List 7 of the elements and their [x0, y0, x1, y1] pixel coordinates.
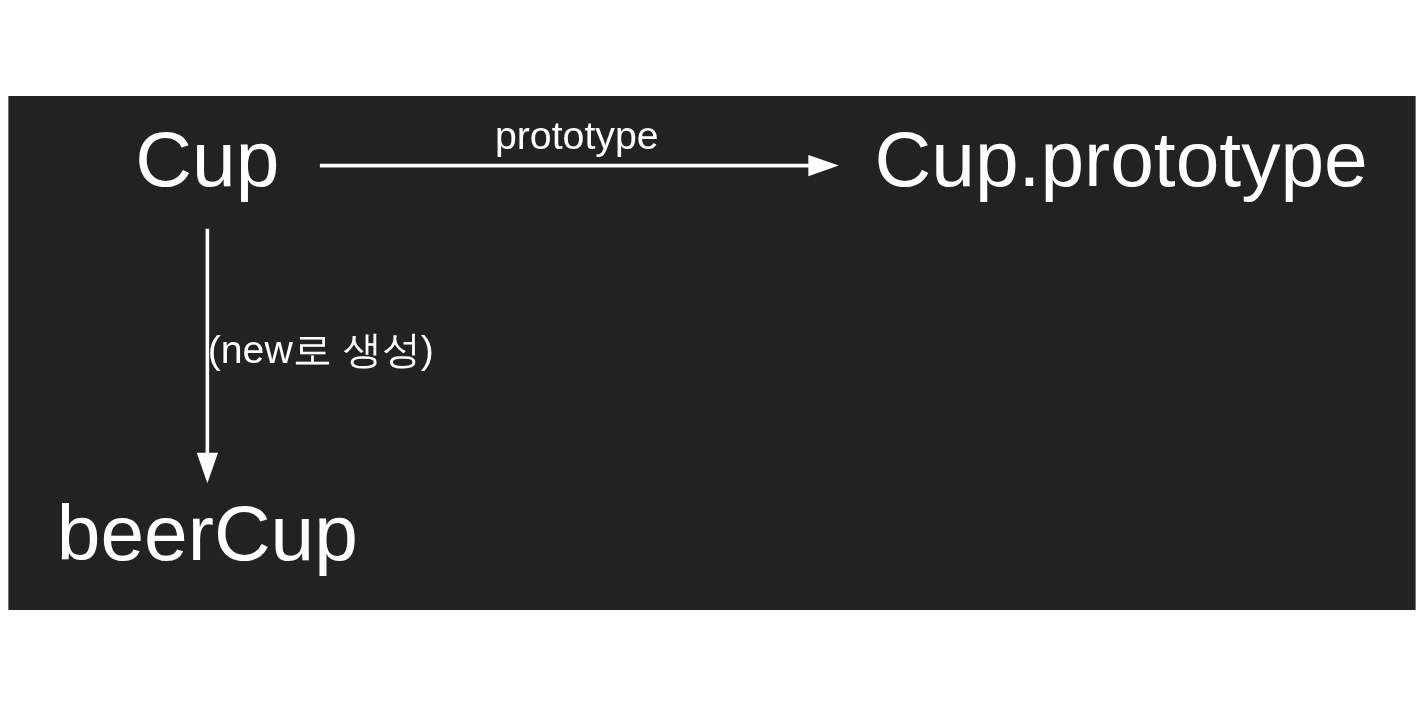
node-text: Cup.prototype: [874, 114, 1368, 203]
edge-label: (new로 생성): [207, 326, 434, 371]
arrow: [196, 228, 218, 484]
edge-label: prototype: [494, 112, 659, 157]
node-text: beerCup: [56, 489, 358, 578]
node-text: Cup: [135, 114, 280, 203]
arrow: [319, 154, 839, 177]
